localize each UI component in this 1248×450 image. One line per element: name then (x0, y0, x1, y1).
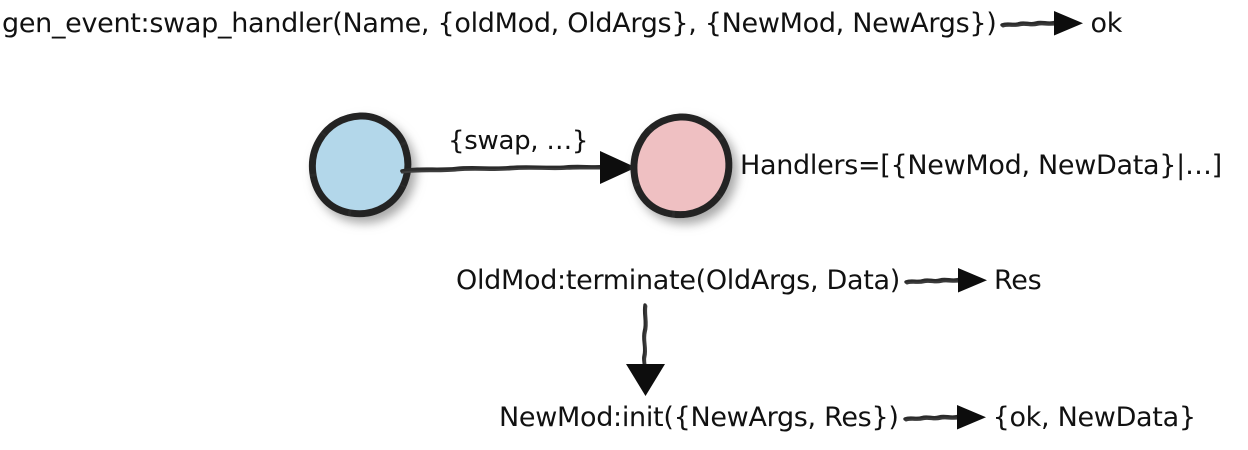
node-gen-event-process (626, 112, 738, 224)
init-call-suffix-text: }) (871, 401, 899, 433)
arrow-right-icon (902, 402, 989, 432)
arrow-right-icon (1000, 8, 1086, 38)
arrow-right-icon (904, 265, 990, 295)
handlers-state-label: Handlers=[{NewMod, NewData}|…] (740, 150, 1222, 181)
edge-message-label: {swap, …} (448, 126, 589, 156)
edge-caller-to-process (398, 145, 643, 191)
node-caller (304, 110, 416, 222)
swap-handler-call-text: gen_event:swap_handler(Name, {oldMod, Ol… (2, 7, 997, 39)
init-call-prefix-text: NewMod:init({NewArgs, (499, 401, 825, 433)
swap-handler-result-text: ok (1090, 7, 1123, 39)
init-call-highlight-text: Res (824, 401, 872, 433)
terminate-result-text: Res (994, 264, 1042, 296)
terminate-call-line: OldMod:terminate(OldArgs, Data) Res (456, 264, 1042, 296)
arrow-down-icon (614, 302, 678, 398)
swap-handler-call-line: gen_event:swap_handler(Name, {oldMod, Ol… (2, 8, 1122, 38)
init-result-text: {ok, NewData} (992, 401, 1196, 433)
terminate-call-text: OldMod:terminate(OldArgs, Data) (456, 264, 901, 296)
init-call-line: NewMod:init({NewArgs, Res }) {ok, NewDat… (499, 402, 1196, 432)
